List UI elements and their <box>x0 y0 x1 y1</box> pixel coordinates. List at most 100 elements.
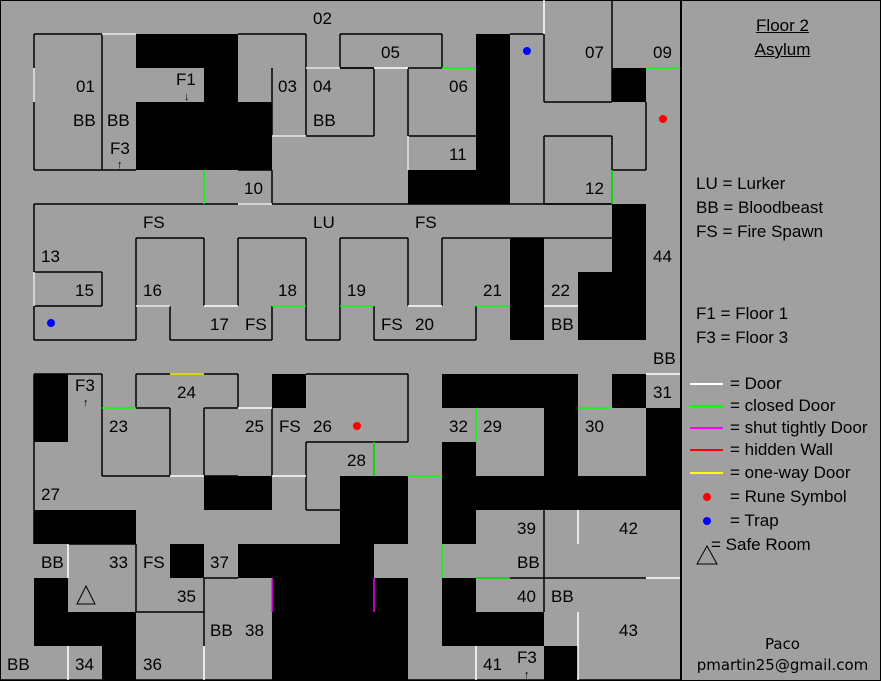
map-label-room-16: 16 <box>143 281 162 300</box>
map-label-room-06: 06 <box>449 77 468 96</box>
closed-door-line-icon <box>690 405 723 407</box>
wall-block <box>374 612 408 681</box>
map-label-room-24: 24 <box>177 383 196 402</box>
map-label-bb-01: BB <box>73 111 96 130</box>
wall-block <box>442 374 578 408</box>
legend-row: = shut tightly Door <box>690 417 868 439</box>
map-title-floor: Floor 2 <box>756 16 809 35</box>
safe-room-icon <box>76 584 96 605</box>
one-way-door-line-icon <box>690 472 723 474</box>
map-label-room-20: 20 <box>415 315 434 334</box>
wall-block <box>272 374 306 408</box>
map-label-room-30: 30 <box>585 417 604 436</box>
map-label-f3-c: F3 <box>517 648 537 667</box>
map-label-room-02: 02 <box>313 9 332 28</box>
map-label-room-05: 05 <box>381 43 400 62</box>
map-label-room-23: 23 <box>109 417 128 436</box>
map-label-room-41: 41 <box>483 655 502 674</box>
map-label-bb-39: BB <box>517 553 540 572</box>
wall-block <box>34 612 136 646</box>
map-label-room-18: 18 <box>278 281 297 300</box>
trap-icon <box>523 47 531 55</box>
wall-block <box>544 646 578 681</box>
map-label-f3-a: F3 <box>110 139 130 158</box>
f3-c-arrow-icon: ↑ <box>524 669 530 681</box>
map-label-room-11: 11 <box>449 145 467 164</box>
wall-block <box>136 102 272 170</box>
legend-monster-bloodbeast: BB = Bloodbeast <box>696 198 824 217</box>
map-label-f1: F1 <box>176 70 196 89</box>
legend-label: = one-way Door <box>730 463 851 482</box>
map-label-room-04: 04 <box>313 77 332 96</box>
wall-block <box>442 612 544 646</box>
map-label-room-36: 36 <box>143 655 162 674</box>
map-label-room-33: 33 <box>109 553 128 572</box>
map-label-room-12: 12 <box>585 179 604 198</box>
map-label-room-10: 10 <box>244 179 263 198</box>
map-label-room-43: 43 <box>619 621 638 640</box>
map-label-room-29: 29 <box>483 417 502 436</box>
map-label-bb-38: BB <box>210 621 233 640</box>
map-label-room-07: 07 <box>585 43 604 62</box>
wall-block <box>510 238 544 340</box>
wall-block <box>170 544 204 578</box>
map-title-area: Asylum <box>754 40 811 59</box>
map-label-room-39: 39 <box>517 519 536 538</box>
trap-icon <box>47 319 55 327</box>
wall-block <box>204 68 238 102</box>
map-label-room-21: 21 <box>483 281 502 300</box>
map-label-bb-22: BB <box>551 315 574 334</box>
wall-block <box>612 68 646 102</box>
legend-label: = Safe Room <box>711 535 811 554</box>
map-label-fs-a: FS <box>143 213 165 232</box>
wall-block <box>578 272 646 340</box>
map-label-room-37: 37 <box>210 553 229 572</box>
wall-block <box>442 476 680 510</box>
legend-row: = one-way Door <box>690 462 850 484</box>
wall-block <box>204 476 272 510</box>
trap-dot-icon <box>703 517 711 525</box>
map-label-bb-34: BB <box>7 655 30 674</box>
legend-row: = Safe Room <box>690 534 811 565</box>
legend-label: = Rune Symbol <box>730 487 847 506</box>
map-label-room-13: 13 <box>41 247 60 266</box>
map-label-room-28: 28 <box>347 451 366 470</box>
map-label-room-03: 03 <box>278 77 297 96</box>
legend-label: = closed Door <box>730 396 836 415</box>
map-label-bb-44: BB <box>653 349 676 368</box>
legend-row: = Door <box>690 373 782 395</box>
map-label-room-44: 44 <box>653 247 672 266</box>
map-label-room-25: 25 <box>245 417 264 436</box>
map-label-room-38: 38 <box>245 621 264 640</box>
map-label-room-40: 40 <box>517 587 536 606</box>
map-label-bb-40: BB <box>551 587 574 606</box>
map-label-room-15: 15 <box>75 281 94 300</box>
map-label-fs-35: FS <box>143 553 165 572</box>
legend-panel: Floor 2 Asylum LU = Lurker BB = Bloodbea… <box>680 0 881 681</box>
map-label-fs-20: FS <box>381 315 403 334</box>
map-label-room-31: 31 <box>653 383 672 402</box>
map-label-room-09: 09 <box>653 43 672 62</box>
rune-symbol-icon <box>659 115 667 123</box>
f1-arrow-icon: ↓ <box>184 91 190 103</box>
map-label-fs-26: FS <box>279 417 301 436</box>
map-label-room-17: 17 <box>210 315 229 334</box>
legend-row: = hidden Wall <box>690 439 833 461</box>
map-label-room-27: 27 <box>41 485 60 504</box>
map-label-bb-04: BB <box>313 111 336 130</box>
map-label-room-19: 19 <box>347 281 366 300</box>
map-label-room-42: 42 <box>619 519 638 538</box>
legend-floor-3: F3 = Floor 3 <box>696 328 789 347</box>
door-line-icon <box>690 383 723 385</box>
wall-block <box>34 374 68 442</box>
map-label-room-26: 26 <box>313 417 332 436</box>
f3-a-arrow-icon: ↑ <box>117 159 123 171</box>
wall-block <box>408 170 510 204</box>
hidden-wall-line-icon <box>690 449 723 451</box>
legend-row: = closed Door <box>690 395 835 417</box>
legend-label: = hidden Wall <box>730 440 833 459</box>
map-label-fs-17: FS <box>245 315 267 334</box>
legend-floor-1: F1 = Floor 1 <box>696 304 789 323</box>
wall-block <box>34 510 136 544</box>
